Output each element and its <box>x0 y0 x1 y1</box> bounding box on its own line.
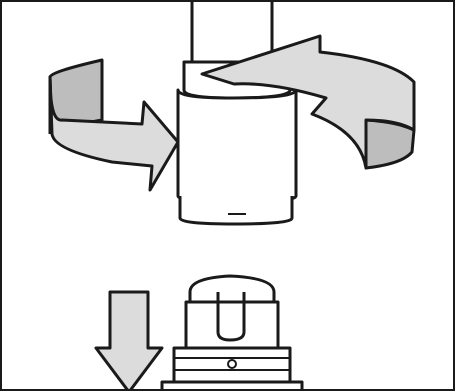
rotate-arrow-right-icon <box>200 34 416 170</box>
cylindrical-attachment-icon <box>176 2 298 226</box>
threaded-base-icon <box>160 274 304 389</box>
rotate-arrow-left-icon <box>48 58 180 192</box>
down-arrow-icon <box>94 290 164 389</box>
